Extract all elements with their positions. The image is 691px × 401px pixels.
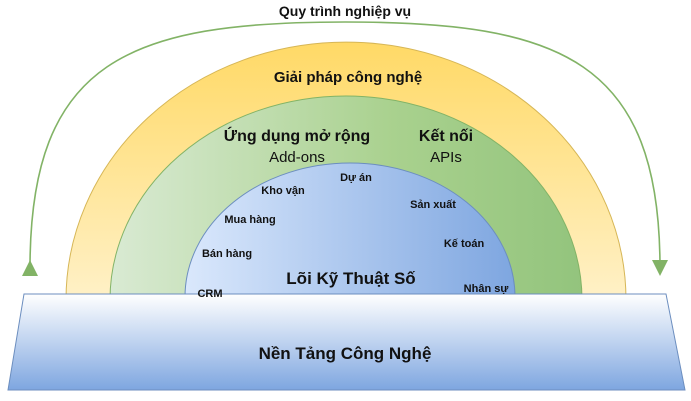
module-project: Dự án [340, 172, 372, 184]
connect-subtitle: APIs [430, 149, 462, 166]
process-label: Quy trình nghiệp vụ [279, 3, 411, 19]
module-purchasing: Mua hàng [224, 214, 275, 226]
module-hr: Nhân sự [464, 283, 509, 295]
module-sales: Bán hàng [202, 248, 252, 260]
module-logistics: Kho vận [261, 185, 305, 197]
module-crm: CRM [197, 288, 222, 300]
addons-title: Ứng dụng mở rộng [224, 126, 370, 145]
platform-title: Nền Tảng Công Nghệ [259, 344, 432, 363]
module-accounting: Kế toán [444, 238, 485, 250]
solutions-title: Giải pháp công nghệ [274, 69, 422, 86]
connect-title: Kết nối [419, 128, 473, 145]
process-arrow [21, 21, 668, 277]
platform-base [7, 293, 686, 391]
addons-subtitle: Add-ons [269, 149, 325, 166]
core-title: Lõi Kỹ Thuật Số [286, 269, 415, 288]
module-production: Sản xuất [410, 199, 456, 211]
digital-core [184, 162, 516, 315]
